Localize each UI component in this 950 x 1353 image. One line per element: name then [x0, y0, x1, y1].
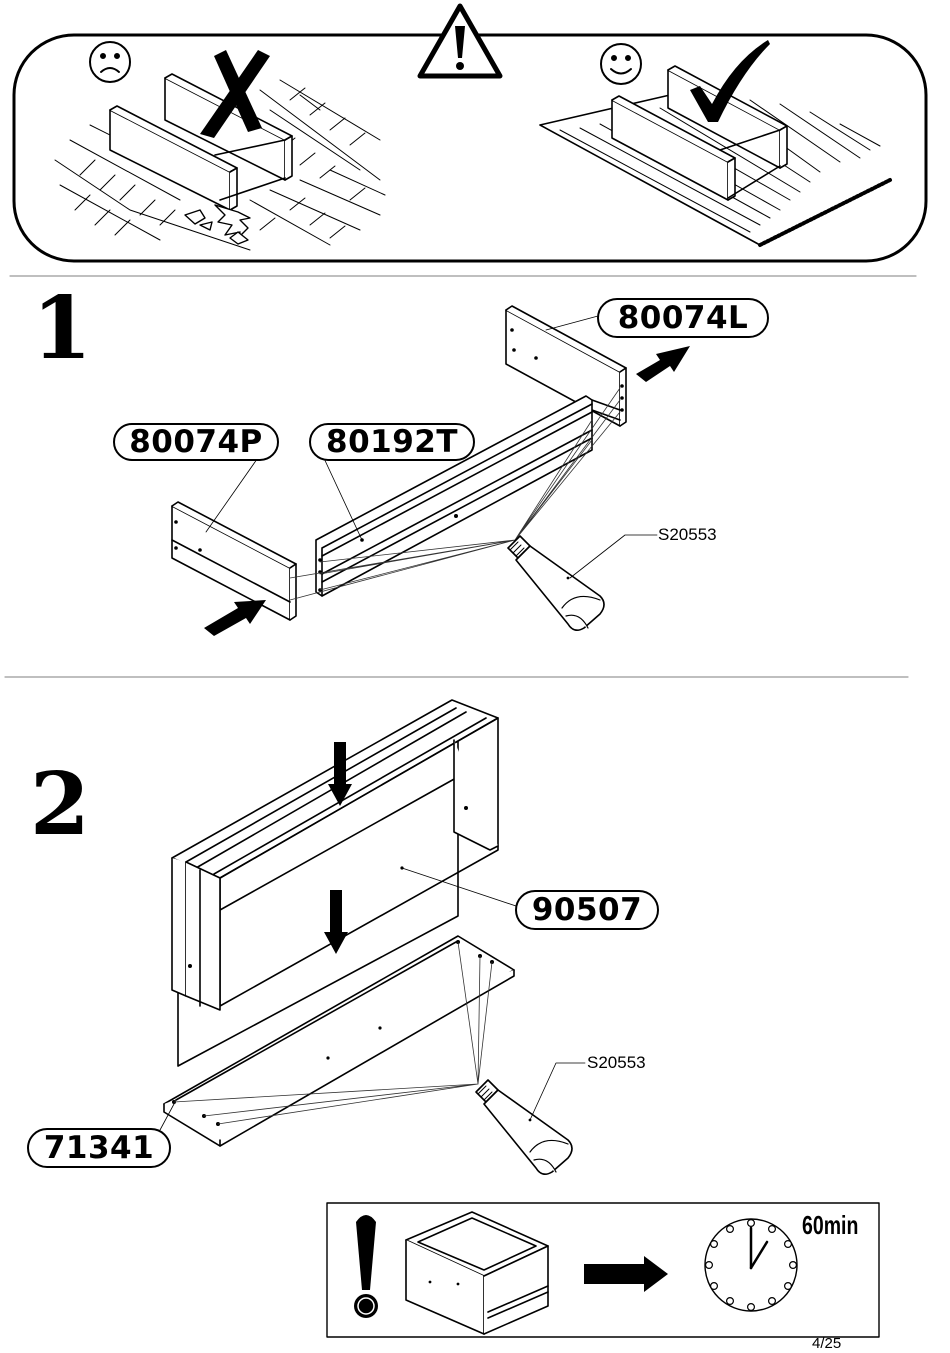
arrow-down-icon	[324, 742, 352, 954]
box-wrong	[109, 73, 293, 211]
leader-lines-step1	[205, 315, 658, 579]
part-label-80192T: 80192T	[309, 423, 475, 461]
exclamation-icon	[354, 1215, 378, 1318]
leader-lines-step2	[159, 867, 586, 1131]
part-label-71341: 71341	[27, 1128, 171, 1168]
part-label-80074P: 80074P	[113, 423, 279, 461]
breakage-mark	[184, 204, 251, 245]
page-number: 4/25	[812, 1335, 842, 1352]
box-correct	[611, 65, 788, 201]
warning-panel	[12, 3, 928, 263]
step1-drawing	[171, 305, 690, 636]
glue-ref-step2: S20553	[587, 1053, 646, 1072]
arrow-right-icon	[204, 346, 690, 636]
step-number-2: 2	[30, 754, 90, 855]
warning-triangle-icon	[417, 3, 503, 79]
glue-tube-icon	[475, 1079, 573, 1176]
sad-face-icon	[89, 41, 131, 83]
happy-face-icon	[600, 43, 642, 85]
check-mark-icon	[690, 40, 770, 122]
glue-ref-step1: S20553	[658, 525, 717, 544]
drawer-box	[405, 1211, 549, 1335]
part-label-80074L: 80074L	[597, 298, 769, 338]
part-label-90507: 90507	[515, 890, 659, 930]
clock-icon	[704, 1218, 798, 1312]
hard-floor	[54, 79, 386, 251]
glue-tube-icon	[507, 535, 605, 632]
drying-time: 60min	[802, 1210, 859, 1240]
arrow-right-icon	[584, 1256, 668, 1292]
cross-mark-icon	[200, 50, 270, 138]
drying-info-box	[326, 1202, 880, 1338]
step-number-1: 1	[32, 278, 92, 379]
step2-drawing	[163, 699, 515, 1147]
